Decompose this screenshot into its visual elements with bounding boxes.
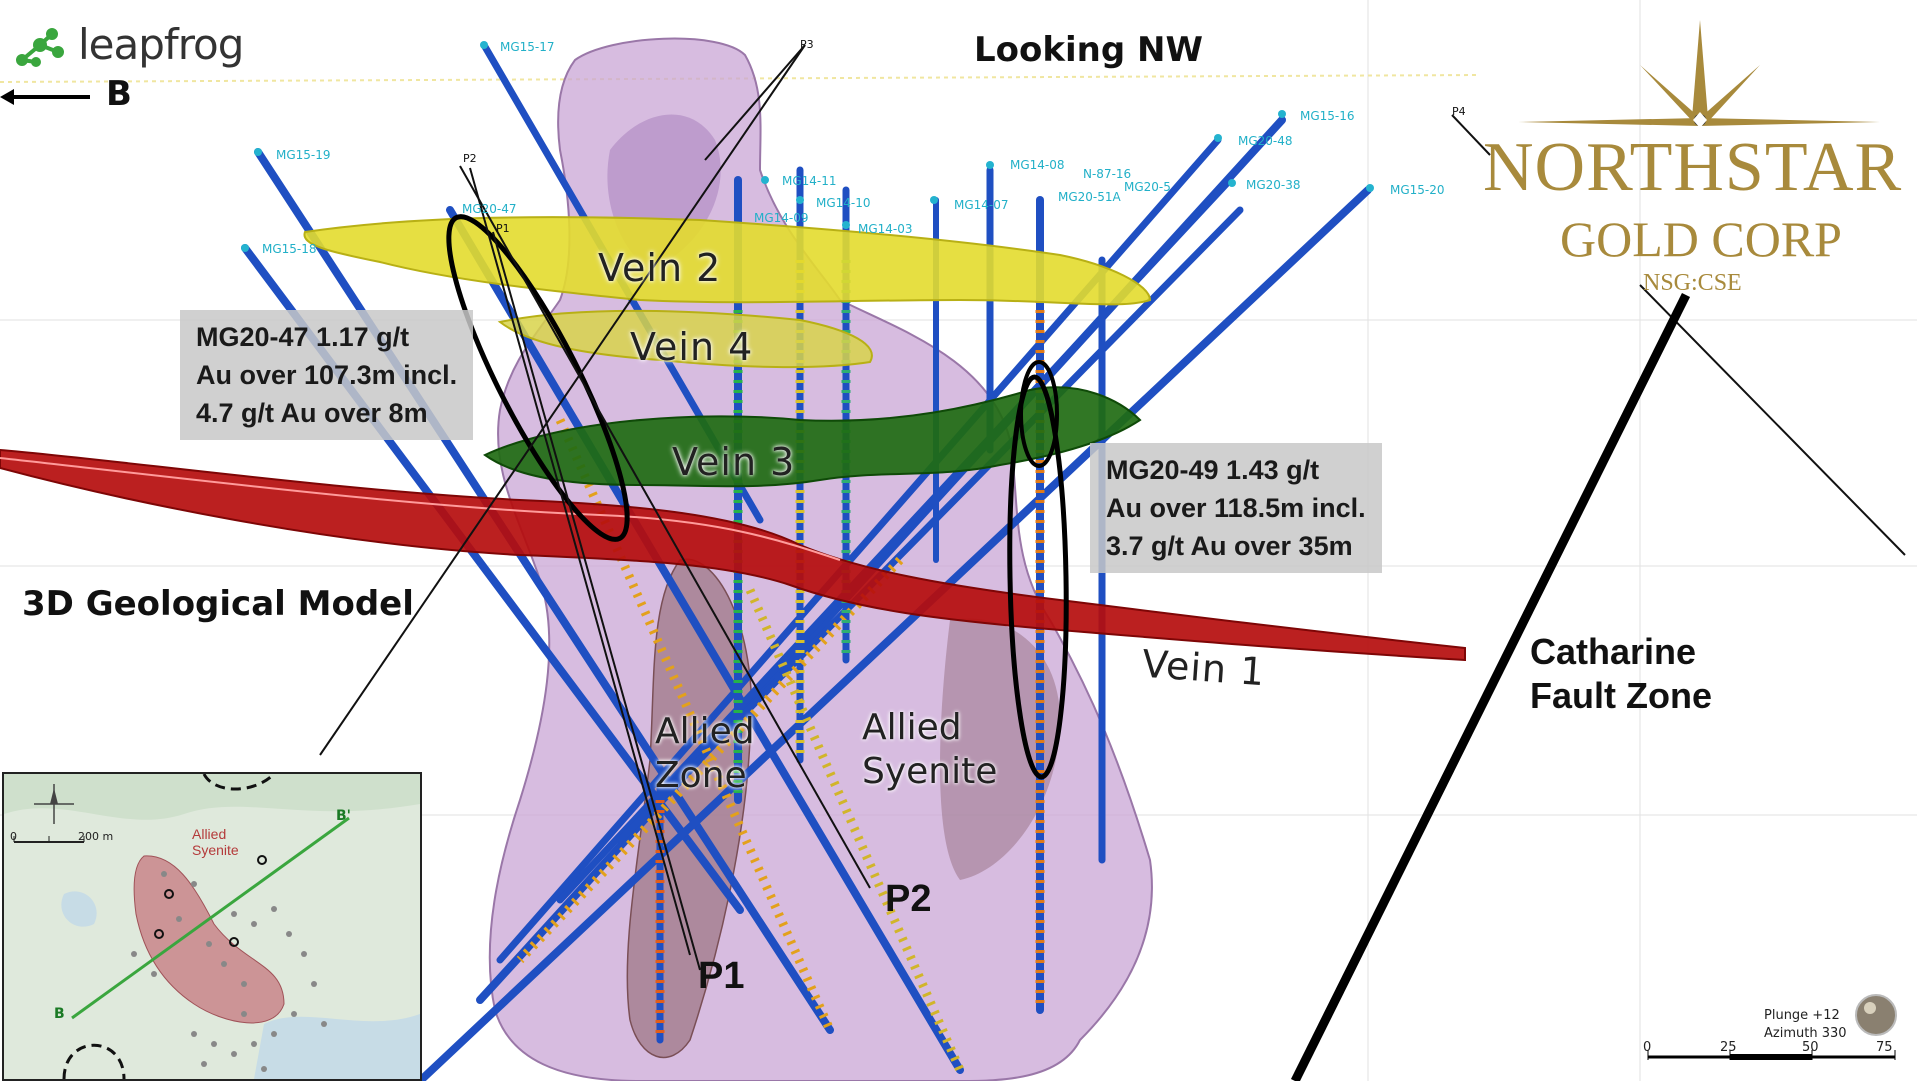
drill-hole-label: MG20-51A: [1058, 190, 1121, 204]
northstar-emblem: [1518, 20, 1880, 126]
scale-tick-50: 50: [1802, 1040, 1819, 1055]
mg20-47-highlight: [446, 214, 630, 542]
vein-2-label: Vein 2: [598, 246, 722, 290]
inset-scale-zero: 0: [10, 830, 17, 843]
drill-hole-label: MG15-20: [1390, 183, 1445, 197]
model-label: 3D Geological Model: [22, 584, 414, 624]
inset-location-map: 0 200 m Allied Syenite B B': [2, 772, 422, 1081]
scale-tick-25: 25: [1720, 1040, 1737, 1055]
leapfrog-logo-mark: [16, 28, 64, 67]
vein-4-label: Vein 4: [630, 325, 754, 369]
allied-zone-label: Allied Zone: [655, 711, 755, 796]
scale-tick-75: 75: [1876, 1040, 1893, 1055]
orientation-globe-icon: [1855, 994, 1897, 1036]
callout-line: MG20-49 1.43 g/t: [1106, 455, 1320, 485]
drill-hole-label: MG20-47: [462, 202, 517, 216]
drill-hole-label: MG15-17: [500, 40, 555, 54]
azimuth-readout: Azimuth 330: [1764, 1026, 1847, 1041]
company-ticker: NSG:CSE: [1643, 270, 1742, 296]
section-p1-label: P1: [698, 955, 745, 997]
section-tag-p4: P4: [1452, 105, 1466, 118]
callout-line: MG20-47 1.17 g/t: [196, 322, 410, 352]
drill-hole-label: N-87-16: [1083, 167, 1132, 181]
drill-hole-label: MG20-48: [1238, 134, 1293, 148]
drill-hole-label: MG20-5: [1124, 180, 1171, 194]
inset-section-start: B: [54, 1006, 65, 1022]
inset-scale-label: 200 m: [78, 830, 114, 843]
drill-hole-label: MG14-11: [782, 174, 837, 188]
callout-line: Au over 118.5m incl.: [1106, 493, 1366, 523]
mg20-47-callout: MG20-47 1.17 g/t Au over 107.3m incl. 4.…: [180, 310, 474, 440]
view-title: Looking NW: [974, 30, 1203, 70]
callout-line: Au over 107.3m incl.: [196, 360, 458, 390]
catharine-fault-label: Catharine Fault Zone: [1530, 631, 1712, 716]
leapfrog-logo-text: leapfrog: [78, 20, 244, 69]
catharine-fault-line: [1290, 292, 1691, 1081]
callout-line: 4.7 g/t Au over 8m: [196, 398, 428, 428]
vein-2-plane: [303, 216, 1152, 306]
drill-hole-label: MG14-08: [1010, 158, 1065, 172]
plunge-readout: Plunge +12: [1764, 1008, 1840, 1023]
section-tag-p3: P3: [800, 38, 814, 51]
drill-hole-label: MG14-10: [816, 196, 871, 210]
drill-hole-label: MG15-19: [276, 148, 331, 162]
inset-section-line: [71, 816, 350, 1020]
vein-3-plane: [483, 386, 1142, 488]
vein-1-label: Vein 1: [1140, 641, 1267, 695]
direction-label: B: [106, 74, 132, 114]
drill-hole-label: MG15-16: [1300, 109, 1355, 123]
drill-hole-label: MG14-03: [858, 222, 913, 236]
vein-4-plane: [497, 309, 873, 369]
scale-bar: [1647, 1050, 1896, 1060]
vein-3-label: Vein 3: [672, 440, 796, 484]
allied-syenite-label: Allied Syenite: [862, 707, 998, 792]
scale-tick-0: 0: [1643, 1040, 1652, 1055]
section-tag-p2: P2: [463, 152, 477, 165]
inset-section-end: B': [336, 808, 351, 824]
drill-hole-label: MG20-38: [1246, 178, 1301, 192]
drill-hole-label: MG15-18: [262, 242, 317, 256]
section-p2-label: P2: [885, 878, 932, 920]
drill-hole-label: MG14-09: [754, 211, 809, 225]
vein-1-plane: [0, 448, 1466, 662]
company-name-line2: GOLD CORP: [1560, 211, 1842, 267]
inset-syenite-label: Allied Syenite: [192, 826, 239, 858]
drill-hole-label: MG14-07: [954, 198, 1009, 212]
section-tag-p1: P1: [496, 222, 510, 235]
mg20-49-highlight: [1007, 374, 1069, 780]
mg20-49-callout: MG20-49 1.43 g/t Au over 118.5m incl. 3.…: [1090, 443, 1382, 573]
callout-line: 3.7 g/t Au over 35m: [1106, 531, 1353, 561]
company-name-line1: NORTHSTAR: [1483, 129, 1903, 206]
